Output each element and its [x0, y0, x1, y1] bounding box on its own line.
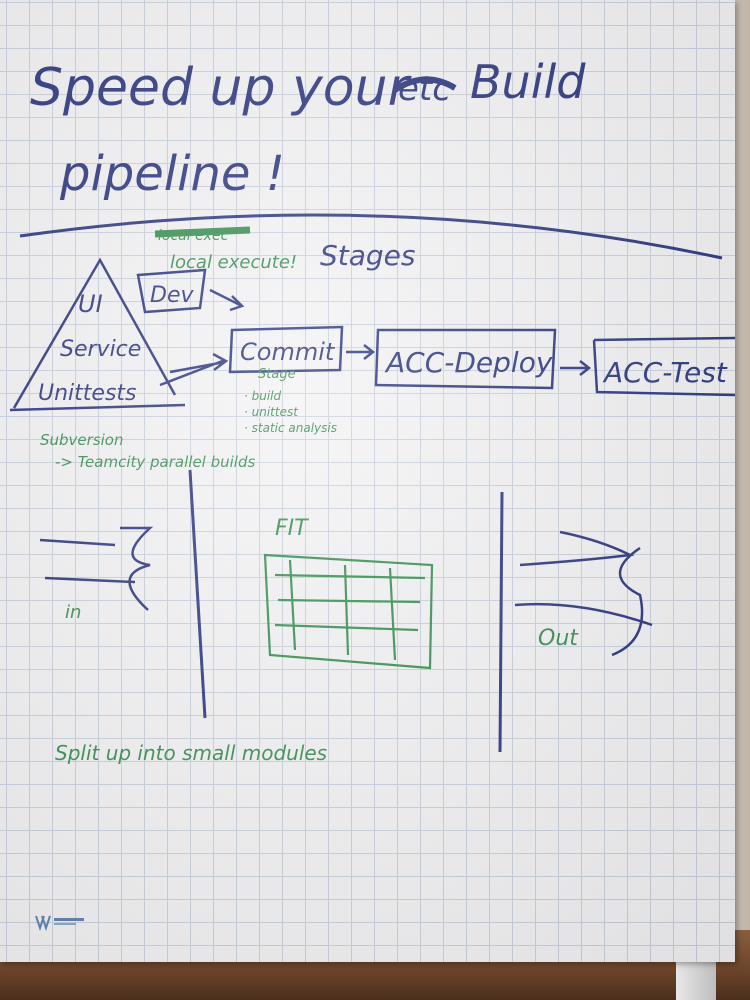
commit-item-unittest: · unittest: [244, 405, 299, 419]
paper-brand-logo: [35, 915, 84, 932]
in-label: in: [65, 602, 81, 623]
in-arrow-icon: [39, 526, 154, 611]
flipchart-sheet: Speed up your etc Build pipeline ! local…: [0, 0, 735, 962]
subversion-note: Subversion: [40, 431, 124, 449]
commit-arrow-icon: [346, 344, 376, 360]
deploy-arrow-icon: [560, 360, 592, 376]
dev-box: [136, 268, 207, 314]
teamcity-note: -> Teamcity parallel builds: [55, 453, 255, 471]
fit-table-grid: [263, 553, 434, 670]
footer-note: Split up into small modules: [55, 741, 327, 765]
dev-label: Dev: [150, 283, 194, 308]
local-execute-note: local execute!: [170, 252, 297, 273]
pyramid-unittests: Unittests: [38, 381, 137, 406]
acc-deploy-label: ACC-Deploy: [384, 346, 553, 379]
out-arrow-icon: [514, 530, 653, 657]
commit-box: [228, 325, 344, 374]
pyramid-service: Service: [60, 337, 141, 362]
stages-heading: Stages: [320, 239, 416, 272]
title-line-2: pipeline !: [59, 146, 285, 202]
commit-item-static-analysis: · static analysis: [244, 421, 337, 435]
title-crossed-word: etc: [398, 69, 451, 109]
commit-label: Commit: [240, 338, 336, 366]
out-label: Out: [538, 626, 579, 651]
acc-deploy-box: [374, 328, 557, 390]
crossed-out-mark: [154, 226, 251, 238]
dev-arrow-icon: [209, 288, 245, 312]
in-line: [44, 576, 136, 584]
handwriting-layer: Speed up your etc Build pipeline ! local…: [9, 55, 735, 765]
pyramid-arrow-icon: [159, 352, 229, 387]
scribble-mark: [393, 76, 457, 93]
acc-test-box: [592, 336, 735, 397]
fit-label: FIT: [275, 516, 309, 541]
divider-left: [188, 469, 207, 719]
divider-right: [498, 491, 504, 753]
commit-stage-note: Stage: [258, 367, 296, 382]
pyramid-ui: UI: [78, 290, 103, 318]
pyramid-base: [9, 403, 186, 412]
commit-item-build: · build: [244, 389, 282, 403]
title-word-build: Build: [470, 55, 586, 109]
acc-test-label: ACC-Test: [602, 356, 728, 389]
title-line-1: Speed up your: [30, 58, 413, 118]
separator-line: [19, 213, 723, 260]
pyramid-triangle: [12, 257, 177, 409]
